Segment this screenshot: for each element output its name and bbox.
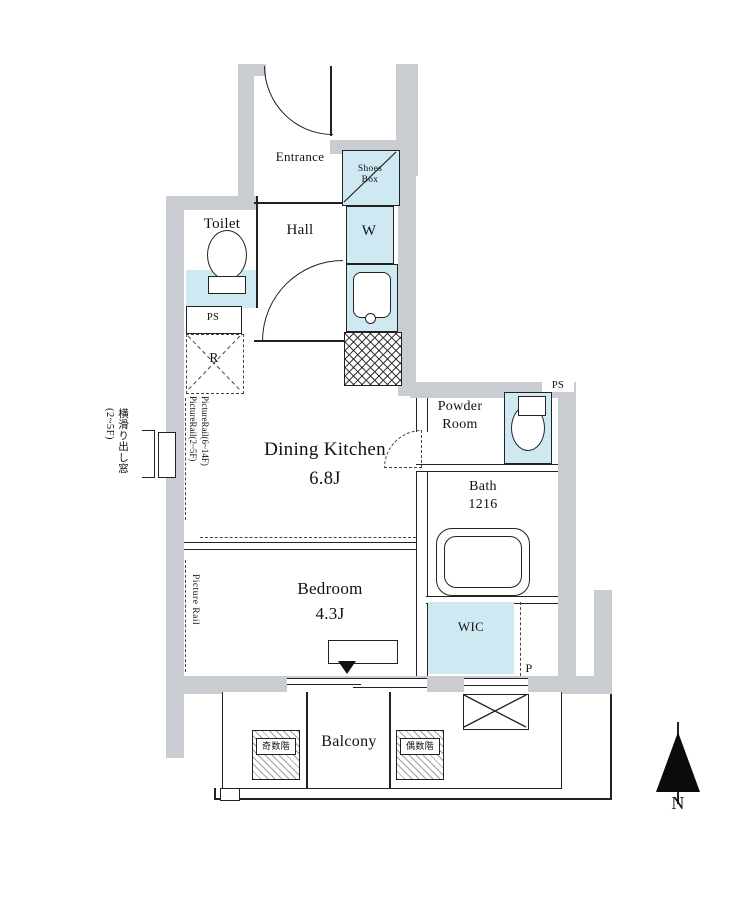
entrance-label: Entrance	[275, 149, 325, 164]
wall-bedroom-right-a	[416, 398, 428, 432]
hall-label: Hall	[286, 222, 314, 238]
wall-entrance-left	[238, 64, 254, 210]
pipe-space-right-label: PS	[542, 379, 574, 393]
picture-rail-bedroom-label: Picture Rail	[190, 574, 200, 626]
picture-rail-dk-label-2: PictureRail(6~14F)	[200, 396, 210, 466]
picture-rail-dk-label-1: PictureRail(2~5F)	[188, 396, 198, 462]
refrigerator-label: R	[209, 350, 219, 365]
shoes-box-label-line2: Box	[361, 175, 379, 186]
entrance-door-arc	[264, 66, 333, 135]
wic-label: WIC	[457, 619, 485, 634]
dining-kitchen-label: Dining Kitchen 6.8J	[234, 438, 416, 491]
picture-rail-dash-bedroom	[185, 560, 186, 672]
down-triangle-marker	[338, 661, 356, 674]
balcony-outer-rail-left	[214, 788, 216, 799]
balcony-divider-line	[389, 692, 391, 788]
partition-dk-bedroom	[184, 542, 416, 550]
bedroom-counter	[328, 640, 398, 664]
evacuation-hatch-odd: 奇数階	[252, 730, 300, 780]
partition-rail-dash	[200, 537, 416, 538]
hatch-odd-label: 奇数階	[256, 738, 296, 755]
bedroom-name: Bedroom	[297, 579, 363, 598]
pipe-space-right-duct	[518, 396, 546, 416]
shoes-box-label-line1: Shoes	[357, 164, 383, 174]
toilet-label: Toilet	[203, 216, 241, 232]
wic-folding-door	[520, 602, 521, 676]
wall-bedroom-right-b	[416, 464, 428, 676]
wall-right-upper	[398, 150, 416, 396]
pipe-space-left-box	[186, 306, 242, 334]
side-sliding-window	[158, 432, 176, 478]
entrance-step-line	[254, 202, 342, 204]
washer-space	[346, 206, 394, 264]
toilet-bowl	[207, 230, 247, 280]
hatch-even-label: 偶数階	[400, 738, 440, 755]
dining-kitchen-name: Dining Kitchen	[264, 439, 386, 460]
bath-label: Bath 1216	[446, 478, 520, 513]
dining-kitchen-size: 6.8J	[309, 468, 341, 489]
bedroom-size: 4.3J	[315, 604, 345, 624]
wall-right-lower	[558, 382, 576, 694]
toilet-tank	[208, 276, 246, 294]
balcony-outer-rail-right	[610, 694, 612, 799]
bedroom-label: Bedroom 4.3J	[248, 578, 412, 625]
wall-toilet-top	[166, 196, 256, 210]
hall-dk-line	[254, 340, 344, 342]
window-sash-line	[464, 685, 528, 687]
washer-label: W	[361, 223, 377, 239]
bathtub-inner	[444, 536, 522, 588]
powder-room-label: Powder Room	[424, 398, 496, 433]
wic-floor	[428, 602, 514, 674]
partition-powder-bath	[416, 464, 558, 472]
bath-size: 1216	[468, 496, 498, 512]
balcony-outer-rail	[214, 798, 612, 800]
pipe-space-left-label: PS	[206, 312, 220, 323]
wall-entrance-top	[238, 64, 266, 76]
shoes-box-label: Shoes Box	[342, 164, 398, 187]
balcony-drain-box	[220, 788, 240, 801]
side-window-bracket	[142, 430, 155, 478]
powder-room-line1: Powder	[437, 399, 483, 414]
compass-north-label: N	[671, 793, 685, 813]
window-sash-line	[353, 687, 427, 689]
kitchen-stove	[344, 332, 402, 386]
wall-right-finger	[594, 590, 612, 694]
side-window-note: 横滑り出し窓(2~5F)	[104, 408, 128, 474]
p-label: P	[525, 661, 533, 675]
window-sash-line	[287, 684, 361, 686]
ac-unit-space	[463, 694, 529, 730]
powder-room-line2: Room	[442, 416, 478, 432]
compass-needle	[656, 732, 700, 792]
refrigerator-space	[186, 334, 244, 394]
picture-rail-dash-dk	[185, 398, 186, 520]
balcony-label: Balcony	[321, 733, 377, 750]
kitchen-sink-basin	[353, 272, 391, 318]
balcony-divider-line	[306, 692, 308, 788]
evacuation-hatch-even: 偶数階	[396, 730, 444, 780]
toilet-right-wall	[256, 196, 258, 308]
wall-pillar-top-right	[396, 64, 418, 176]
kitchen-faucet	[365, 313, 376, 324]
bath-name: Bath	[469, 479, 497, 494]
hall-door-arc	[262, 260, 343, 341]
